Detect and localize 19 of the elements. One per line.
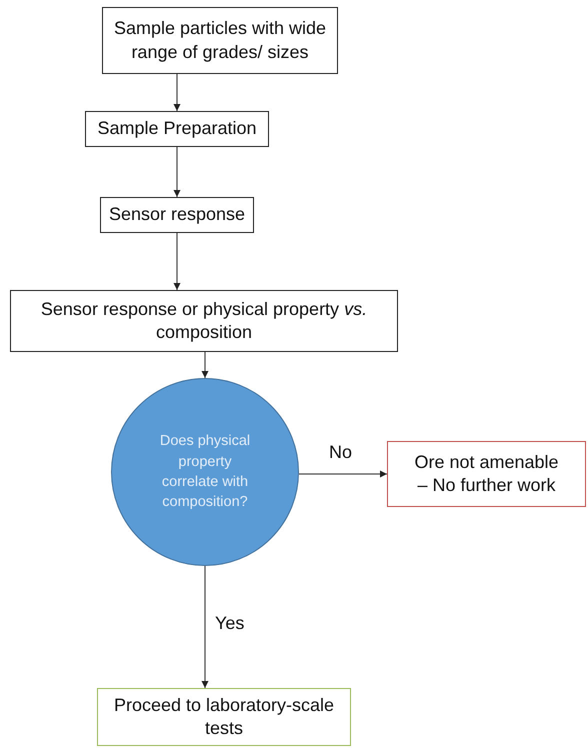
arrow xyxy=(298,470,388,478)
arrow xyxy=(174,232,180,290)
arrow xyxy=(174,74,180,112)
node-text: Proceed to laboratory-scale tests xyxy=(112,694,336,740)
node-text: Sample Preparation xyxy=(97,117,257,140)
arrow xyxy=(174,146,180,198)
node-text: Sensor response xyxy=(108,203,246,226)
node-text: Sensor response or physical property vs. composition xyxy=(40,298,368,344)
node-text: Does physical property correlate with composition? xyxy=(158,432,252,512)
process-box xyxy=(85,111,269,147)
node-text: Ore not amenable – No further work xyxy=(413,450,560,497)
process-box xyxy=(102,7,338,74)
end-box xyxy=(97,688,351,746)
node-text: Sample particles with wide range of grades/ sizes xyxy=(112,17,328,64)
process-box xyxy=(100,197,254,233)
arrow xyxy=(202,352,208,378)
end-box xyxy=(387,441,586,507)
process-box xyxy=(10,290,398,352)
arrow xyxy=(202,566,208,688)
